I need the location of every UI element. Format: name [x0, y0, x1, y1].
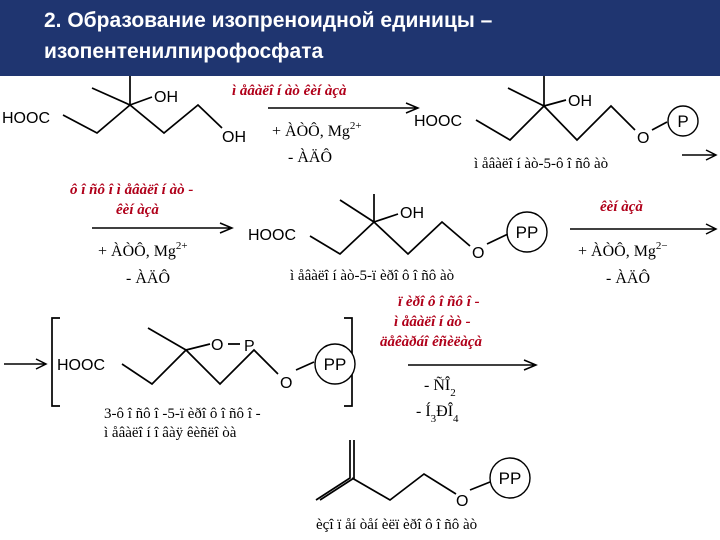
step4-loss-h3po4: - Í3ÐÎ4 — [416, 401, 459, 425]
slide-title-line-1: 2. Образование изопреноидной единицы – — [44, 9, 493, 32]
m5p-caption: ì åâàëî í àò-5-ô î ñô àò — [474, 156, 608, 172]
step1-cofactor: + ÀÒÔ, Mg2+ — [272, 120, 362, 140]
m5p-phosphate-label: P — [677, 112, 688, 131]
step2-arrow — [92, 222, 234, 234]
ppm-oxygen-1: O — [211, 337, 223, 354]
ipp-pyrophosphate-label: PP — [499, 469, 522, 488]
m5p-phosphate-circle — [667, 105, 699, 137]
intermediate-in-arrow — [4, 358, 48, 370]
m5pp-hooc: HOOC — [248, 227, 296, 244]
ipp-oxygen: O — [456, 493, 468, 510]
mevalonate-branches — [91, 76, 153, 106]
step2-enzyme-line-1: ô î ñô î ì åâàëî í àò - — [70, 182, 193, 198]
ppm-chain — [121, 348, 279, 386]
ppm-pyrophosphate-circle — [314, 343, 356, 385]
mevalonate-oh-top: OH — [154, 89, 178, 106]
mevalonate-5-phosphate-structure: HOOC OH O P ì åâàëî í àò-5-ô î ñô àò — [414, 76, 699, 172]
m5p-hooc: HOOC — [414, 113, 462, 130]
slide-title-line-2: изопентенилпирофосфата — [44, 40, 324, 63]
step2-conditions: ô î ñô î ì åâàëî í àò - êèí àçà + ÀÒÔ, M… — [70, 182, 234, 287]
m5pp-o-pp-bond — [486, 233, 509, 245]
step2-cofactor: + ÀÒÔ, Mg2+ — [98, 240, 188, 260]
m5pp-oh: OH — [400, 205, 424, 222]
m5pp-chain — [309, 220, 471, 256]
step4-enzyme-line-3: äåêàðáî êñèëàçà — [380, 334, 483, 350]
m5p-o-p-bond — [651, 121, 668, 131]
ppm-hooc: HOOC — [57, 357, 105, 374]
mevalonate-5-pyrophosphate-structure: HOOC OH O PP ì åâàëî í àò-5-ï èðî ô î ñô… — [248, 194, 548, 284]
step3-enzyme: êèí àçà — [600, 199, 643, 215]
reaction-scheme: HOOC OH OH ì åâàëî í àò êèí àçà + ÀÒÔ, M… — [2, 76, 718, 533]
phospho-pyrophospho-mevalonate-structure: HOOC O P O PP 3-ô î ñô î -5-ï èðî ô î ñô… — [57, 327, 356, 441]
step3-conditions: êèí àçà + ÀÒÔ, Mg2− - ÀÄÔ — [570, 199, 718, 287]
step4-conditions: ï èðî ô î ñô î - ì åâàëî í àò - äåêàðáî … — [380, 294, 538, 425]
step3-byproduct: - ÀÄÔ — [606, 268, 650, 287]
m5pp-oxygen: O — [472, 245, 484, 262]
m5p-oxygen: O — [637, 130, 649, 147]
step1-enzyme: ì åâàëî í àò êèí àçà — [232, 83, 347, 99]
ppm-phosphate-label: P — [244, 338, 255, 355]
ipp-pyrophosphate-circle — [489, 457, 531, 499]
ipp-o-pp-bond — [469, 481, 491, 491]
ipp-chain — [351, 472, 457, 502]
step4-enzyme-line-1: ï èðî ô î ñô î - — [398, 294, 480, 310]
step1-byproduct: - ÀÄÔ — [288, 147, 332, 166]
step1-conditions: ì åâàëî í àò êèí àçà + ÀÒÔ, Mg2+ - ÀÄÔ — [232, 83, 420, 166]
mevalonate-oh-end: OH — [222, 129, 246, 146]
mevalonate-structure: HOOC OH OH — [2, 76, 246, 146]
m5pp-caption: ì åâàëî í àò-5-ï èðî ô î ñô àò — [290, 268, 454, 284]
isopentenyl-pyrophosphate-structure: O PP èçî ï åí òåí èëï èðî ô î ñô àò — [315, 440, 531, 533]
ppm-oxygen-2: O — [280, 375, 292, 392]
m5pp-pyrophosphate-circle — [506, 211, 548, 253]
ppm-caption-line-1: 3-ô î ñô î -5-ï èðî ô î ñô î - — [104, 406, 261, 422]
m5p-branches — [507, 76, 567, 107]
step3-cofactor: + ÀÒÔ, Mg2− — [578, 240, 668, 260]
m5pp-branches — [339, 194, 399, 223]
step2-enzyme-line-2: êèí àçà — [116, 202, 159, 218]
step3-arrow — [570, 223, 718, 235]
ipp-caption: èçî ï åí òåí èëï èðî ô î ñô àò — [316, 517, 477, 533]
ppm-caption-line-2: ì åâàëî í î âàÿ êèñëî òà — [104, 425, 237, 441]
step4-loss-co2: - ÑÎ2 — [424, 375, 456, 399]
m5pp-pyrophosphate-label: PP — [516, 223, 539, 242]
ppm-o-pp-bond — [295, 361, 315, 371]
slide-title: 2. Образование изопреноидной единицы – и… — [0, 0, 720, 76]
ppm-branches — [147, 327, 240, 351]
step1-arrow — [268, 102, 420, 114]
continue-arrow-row1 — [682, 149, 718, 161]
step2-byproduct: - ÀÄÔ — [126, 268, 170, 287]
m5p-chain — [475, 104, 636, 142]
left-bracket — [51, 317, 60, 407]
ipp-double-bond — [315, 440, 355, 501]
m5p-oh: OH — [568, 93, 592, 110]
ppm-pyrophosphate-label: PP — [324, 355, 347, 374]
step4-enzyme-line-2: ì åâàëî í àò - — [394, 314, 471, 330]
mevalonate-chain — [62, 103, 223, 135]
step4-arrow — [408, 359, 538, 371]
mevalonate-hooc: HOOC — [2, 110, 50, 127]
